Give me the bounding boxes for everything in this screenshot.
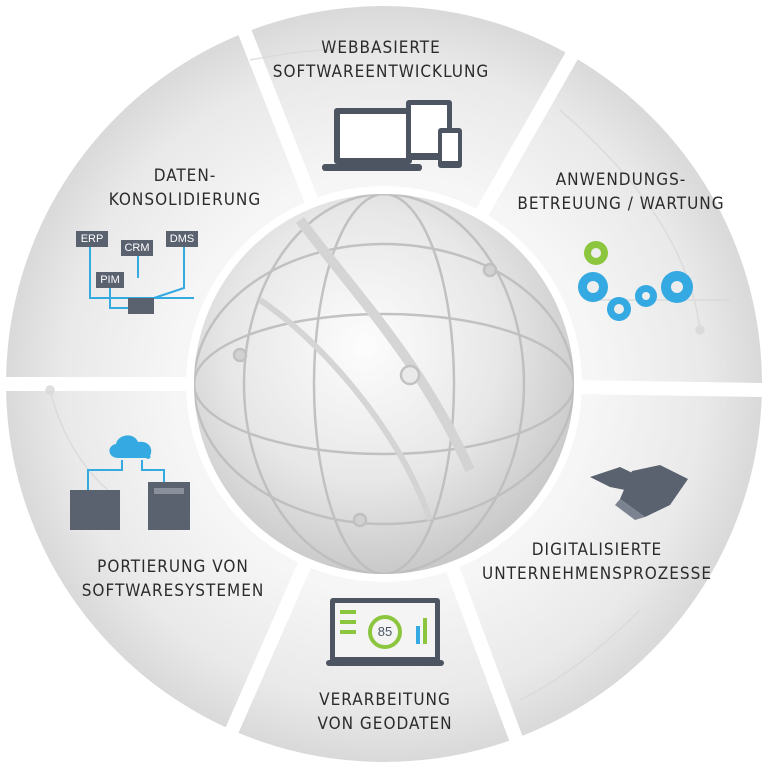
label-porting: PORTIERUNG VON SOFTWARESYSTEMEN xyxy=(82,555,265,603)
label-consolidation: DATEN- KONSOLIDIERUNG xyxy=(109,164,261,212)
label-digital: DIGITALISIERTE UNTERNEHMENSPROZESSE xyxy=(482,538,712,586)
handshake-icon xyxy=(590,465,688,520)
label-digital-line2: UNTERNEHMENSPROZESSE xyxy=(482,564,712,584)
cloud-servers-icon xyxy=(70,435,190,530)
label-porting-line1: PORTIERUNG VON xyxy=(97,557,249,577)
node-crm: CRM xyxy=(121,240,153,256)
data-network-icon xyxy=(89,242,194,309)
node-pim: PIM xyxy=(96,272,124,288)
label-consolidation-line1: DATEN- xyxy=(153,166,217,186)
node-gear-box xyxy=(128,298,154,314)
label-web-line2: SOFTWAREENTWICKLUNG xyxy=(272,62,490,82)
label-digital-line1: DIGITALISIERTE xyxy=(531,540,663,560)
dashboard-monitor-icon xyxy=(326,598,444,666)
label-geo-line1: VERARBEITUNG xyxy=(319,690,451,710)
label-geo-line2: VON GEODATEN xyxy=(317,714,453,734)
label-web: WEBBASIERTE SOFTWAREENTWICKLUNG xyxy=(273,36,489,84)
node-erp: ERP xyxy=(76,231,108,247)
globe xyxy=(194,194,574,574)
devices-icon xyxy=(322,100,462,171)
node-dms: DMS xyxy=(166,231,198,247)
label-support: ANWENDUNGS- BETREUUNG / WARTUNG xyxy=(517,168,724,216)
label-porting-line2: SOFTWARESYSTEMEN xyxy=(81,581,265,601)
gears-icon xyxy=(578,241,693,321)
label-web-line1: WEBBASIERTE xyxy=(321,38,441,58)
label-support-line1: ANWENDUNGS- xyxy=(555,170,687,190)
label-consolidation-line2: KONSOLIDIERUNG xyxy=(108,190,262,210)
dashboard-value: 85 xyxy=(377,624,393,639)
globe-network-lines xyxy=(194,194,574,574)
label-geo: VERARBEITUNG VON GEODATEN xyxy=(317,688,452,736)
circuit-lines xyxy=(45,47,730,701)
label-support-line2: BETREUUNG / WARTUNG xyxy=(517,194,725,214)
